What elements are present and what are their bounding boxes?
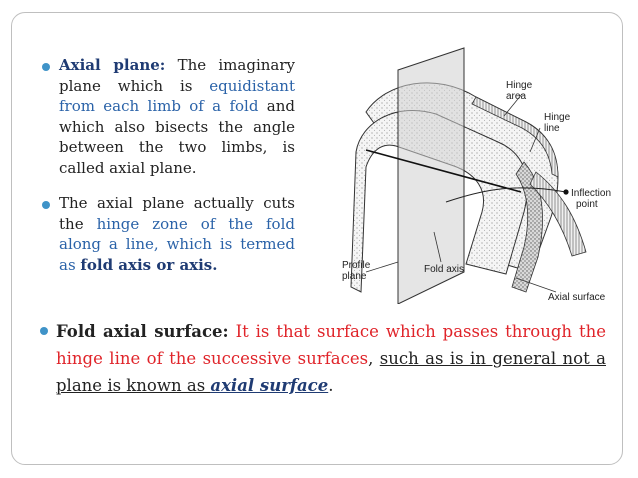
paragraph-axial-plane: Axial plane: The imaginary plane which i… [59, 55, 295, 178]
paragraph-fold-axial-surface: Fold axial surface: It is that surface w… [56, 318, 606, 399]
cuts-text-1: The axial plane actually cuts the [59, 194, 295, 233]
fold-axial-surface-term: Fold axial surface: [56, 322, 229, 341]
axial-plane-highlight: equidistant from each limb of a fold [59, 76, 295, 116]
hinge-area-leader [503, 93, 523, 117]
fold-axial-surface-red: It is that surface which passes through … [56, 322, 606, 368]
inflection-point-dot [563, 189, 569, 195]
bullet-marker-3 [40, 327, 48, 335]
axial-plane-term: Axial plane: [59, 56, 166, 74]
axial-plane-text-1: The imaginary plane which is [59, 56, 295, 95]
bullet-marker-1 [42, 63, 50, 71]
hinge-line-leader [529, 127, 541, 153]
fold-axial-surface-comma: , [368, 349, 380, 368]
cuts-highlight: hinge zone of the fold along a line, whi… [59, 214, 295, 274]
fold-axial-surface-end: . [328, 376, 334, 395]
hinge-line [365, 149, 522, 193]
inflection-curve [445, 187, 567, 203]
axial-surface-term: axial surface [210, 376, 329, 395]
label-fold-axis: Fold axis [424, 264, 464, 275]
fold-axial-surface-underlined: such as is in general not a plane is kno… [56, 349, 606, 395]
bullet-marker-2 [42, 201, 50, 209]
profile-plane-leader [365, 261, 399, 273]
axial-plane-sheet [397, 47, 465, 304]
hinge-area-band [471, 96, 559, 178]
fold-axis-term: fold axis or axis. [80, 255, 218, 274]
label-axial-surface: Axial surface [548, 292, 606, 303]
axial-surface-leader [515, 277, 557, 293]
fold-limb-stripes [529, 171, 587, 257]
paragraph-axial-plane-cuts: The axial plane actually cuts the hinge … [59, 193, 295, 275]
fold-axis-leader [433, 231, 442, 263]
axial-plane-text-2: and which also bisects the angle between… [59, 97, 295, 177]
